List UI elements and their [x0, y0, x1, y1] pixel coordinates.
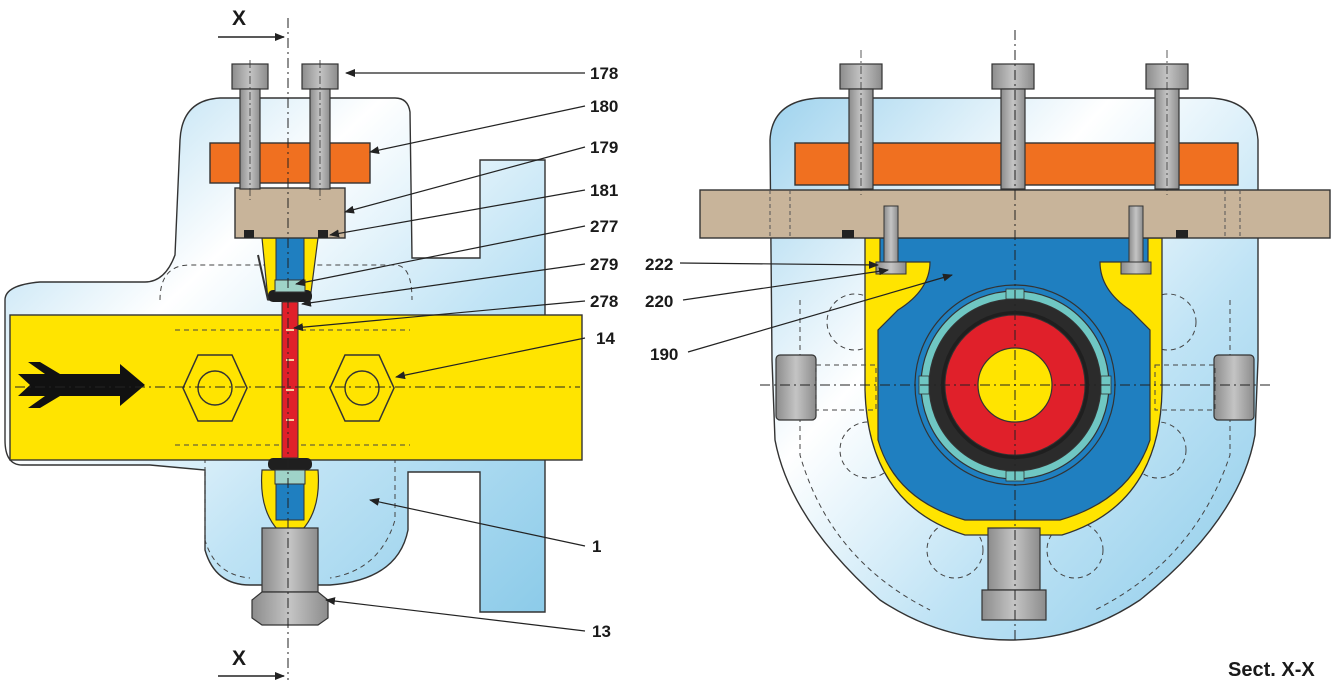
plug-bottom-right	[981, 527, 1047, 621]
callout-180: 180	[590, 97, 618, 116]
callout-279: 279	[590, 255, 618, 274]
callout-220: 220	[645, 292, 673, 311]
callout-277: 277	[590, 217, 618, 236]
right-view: 222 220 190 Sect. X-X	[645, 30, 1331, 681]
callout-179: 179	[590, 138, 618, 157]
callout-178: 178	[590, 64, 618, 83]
callout-190: 190	[650, 345, 678, 364]
clamp-181	[234, 187, 346, 239]
section-mark-bottom: X	[232, 647, 246, 670]
plate-180	[209, 142, 371, 184]
side-bolt-right	[1154, 354, 1255, 421]
side-bolt-left	[775, 354, 877, 421]
section-mark-top: X	[232, 7, 246, 30]
callout-222: 222	[645, 255, 673, 274]
callout-1: 1	[592, 537, 601, 556]
callout-14: 14	[596, 329, 615, 348]
bolt-top-2	[991, 63, 1035, 190]
callout-13: 13	[592, 622, 611, 641]
left-view: X X 178 180 179 181 277 279 278 14 1 13	[4, 7, 618, 680]
leader-lines-left	[293, 69, 586, 632]
plug-13	[251, 527, 329, 626]
callout-278: 278	[590, 292, 618, 311]
flow-arrow-icon	[18, 362, 145, 408]
disc-278	[281, 301, 299, 459]
leader-lines-right	[679, 260, 953, 353]
section-caption: Sect. X-X	[1228, 659, 1315, 681]
screw-222-right	[1120, 205, 1152, 275]
callout-181: 181	[590, 181, 618, 200]
